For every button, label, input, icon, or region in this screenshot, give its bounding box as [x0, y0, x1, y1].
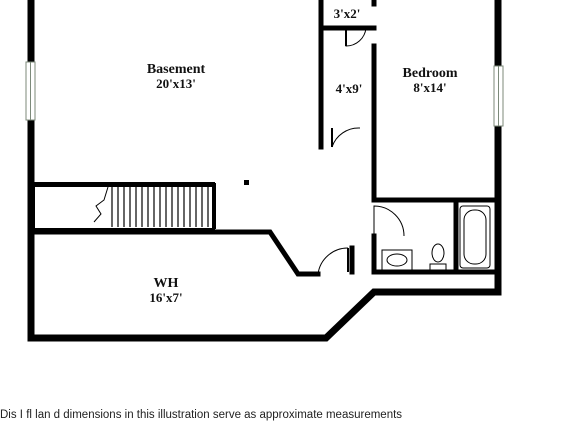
windows: [25, 61, 504, 127]
exterior-walls: [27, 0, 502, 342]
staircase: [33, 182, 216, 230]
disclaimer: Dis I fl lan d dimensions in this illust…: [0, 409, 576, 432]
basement-label: Basement: [147, 62, 206, 77]
closet-dims: 3'x2': [334, 6, 361, 21]
wh-door-swing: [317, 247, 349, 275]
bedroom-label: Bedroom: [403, 66, 458, 81]
interior-walls: [28, 0, 501, 277]
sink: [386, 253, 408, 267]
closet-door-swing: [345, 27, 367, 47]
basement-dims: 20'x13': [156, 76, 196, 91]
bath-fixtures: [381, 205, 491, 271]
bedroom-dims: 8'x14': [413, 80, 446, 95]
wh-dims: 16'x7': [149, 290, 182, 305]
vanity: [381, 249, 413, 271]
bathtub: [459, 205, 491, 269]
stair-treads: [111, 187, 209, 227]
toilet-bowl: [431, 243, 445, 263]
wall-south-outline: [27, 288, 502, 342]
floor-drain-icon: [244, 180, 249, 185]
stair-arrow: [93, 186, 109, 223]
wh-north-wall: [28, 229, 321, 277]
bath-door-swing: [373, 205, 405, 237]
bedroom-door-swing: [331, 127, 361, 148]
disclaimer-line-1: Dis I fl lan d dimensions in this illust…: [0, 409, 403, 421]
wh-label: WH: [154, 276, 179, 291]
doors: [317, 27, 405, 275]
hall-dims: 4'x9': [336, 81, 363, 96]
toilet-tank: [429, 263, 447, 271]
